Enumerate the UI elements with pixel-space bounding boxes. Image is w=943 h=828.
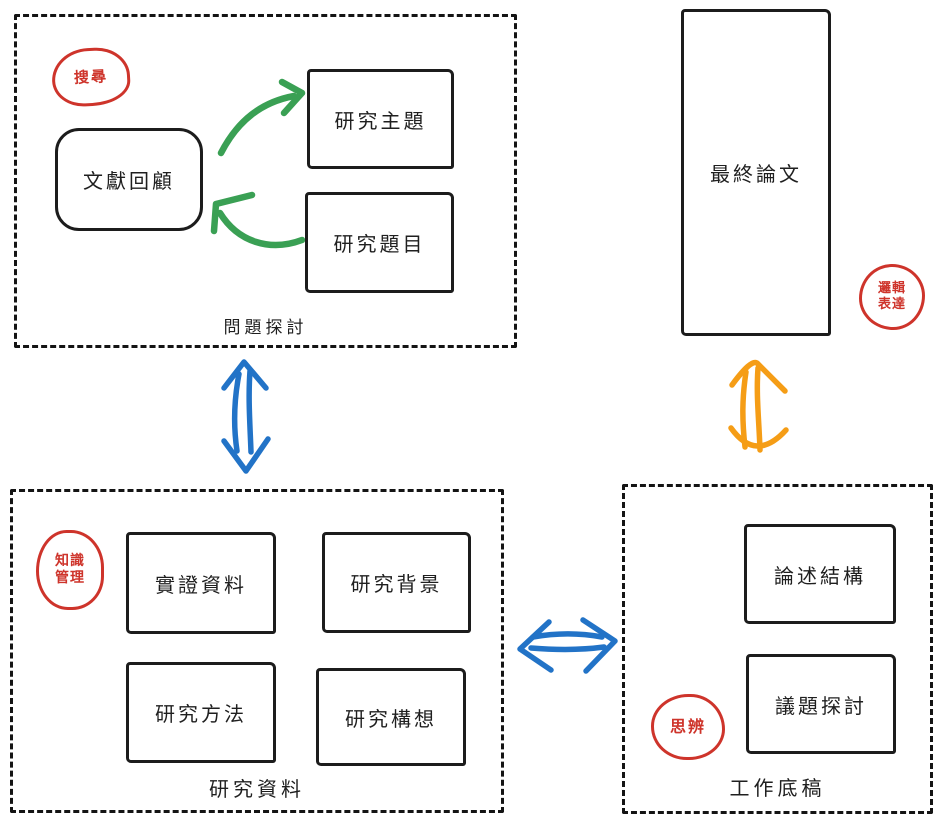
working-draft-section-frame: 工作底稿 — [622, 484, 933, 814]
research-background-label: 研究背景 — [350, 572, 443, 596]
research-data-section-frame: 研究資料 — [10, 489, 504, 813]
final-paper-label: 最終論文 — [710, 162, 802, 186]
research-topic-label: 研究題目 — [333, 232, 426, 256]
critical-thinking-badge: 思辨 — [651, 694, 725, 760]
issue-discussion-box: 議題探討 — [746, 654, 896, 754]
search-badge-label: 搜尋 — [73, 66, 109, 87]
research-background-box: 研究背景 — [322, 532, 471, 633]
literature-review-box: 文獻回顧 — [55, 128, 203, 231]
discourse-structure-box: 論述結構 — [744, 524, 896, 624]
empirical-data-label: 實證資料 — [155, 572, 247, 597]
logic-expression-badge-line1: 邏輯 — [877, 280, 906, 296]
research-topic-box: 研究題目 — [305, 192, 454, 293]
knowledge-management-badge-line2: 管理 — [55, 570, 85, 586]
orange-arrow-paper-draft — [728, 359, 789, 453]
research-concept-box: 研究構想 — [316, 668, 466, 766]
logic-expression-badge-line2: 表達 — [877, 297, 906, 312]
research-concept-label: 研究構想 — [345, 706, 437, 731]
critical-thinking-badge-label: 思辨 — [669, 717, 706, 736]
problem-section-frame: 問題探討 — [14, 14, 517, 348]
logic-expression-badge: 邏輯 表達 — [859, 264, 925, 330]
literature-review-label: 文獻回顧 — [83, 169, 175, 193]
research-theme-box: 研究主題 — [307, 69, 454, 169]
research-data-section-label: 研究資料 — [209, 777, 305, 801]
working-draft-section-label: 工作底稿 — [729, 776, 826, 800]
blue-arrow-data-draft — [517, 617, 618, 674]
research-method-label: 研究方法 — [155, 702, 247, 726]
problem-section-label: 問題探討 — [223, 318, 308, 338]
knowledge-management-badge-line1: 知識 — [55, 552, 85, 569]
empirical-data-box: 實證資料 — [126, 532, 276, 634]
final-paper-box: 最終論文 — [681, 9, 831, 336]
issue-discussion-label: 議題探討 — [775, 693, 867, 718]
blue-arrow-problem-data — [221, 359, 271, 474]
research-theme-label: 研究主題 — [334, 108, 427, 133]
discourse-structure-label: 論述結構 — [774, 563, 866, 588]
knowledge-management-badge: 知識 管理 — [36, 530, 104, 610]
research-method-box: 研究方法 — [126, 662, 276, 763]
